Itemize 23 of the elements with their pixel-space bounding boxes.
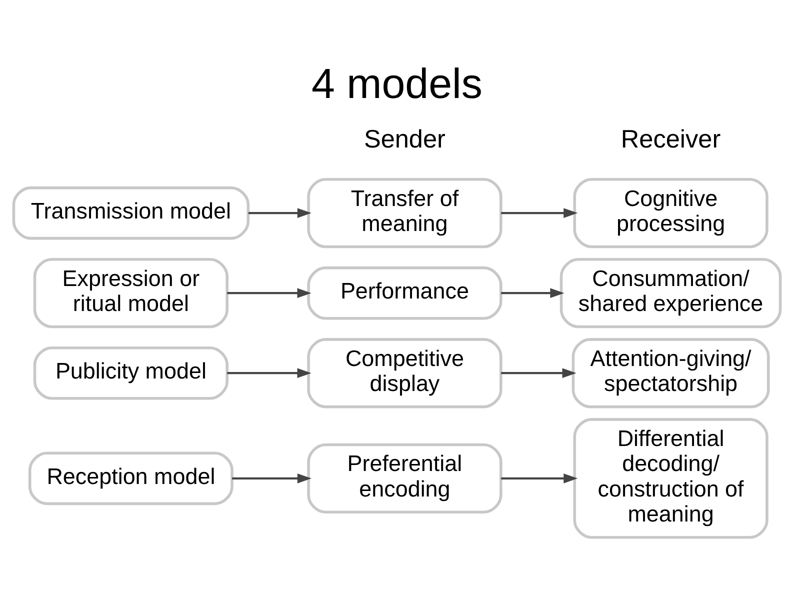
node-box: Preferential encoding [307,442,502,514]
node-box: Cognitive processing [573,177,768,248]
node-box: Competitive display [307,338,502,408]
node-box: Differential decoding/ construction of meaning [573,418,768,538]
node-box: Reception model [28,451,234,505]
arrow [501,208,578,218]
node-box: Transmission model [12,186,250,240]
diagram-title: 4 models [312,59,482,106]
arrow [227,368,312,378]
node-box: Performance [307,266,502,320]
arrow [232,473,312,483]
arrow [501,473,578,483]
arrow [501,288,564,298]
arrow [501,368,576,378]
node-box: Expression or ritual model [33,257,229,328]
arrow [248,208,312,218]
label: Sender [364,125,446,154]
arrow [227,288,312,298]
node-box: Publicity model [33,346,229,400]
node-box: Attention-giving/ spectatorship [572,338,770,408]
node-box: Consummation/ shared experience [560,257,782,328]
node-box: Transfer of meaning [307,177,502,248]
label: Receiver [620,125,721,154]
